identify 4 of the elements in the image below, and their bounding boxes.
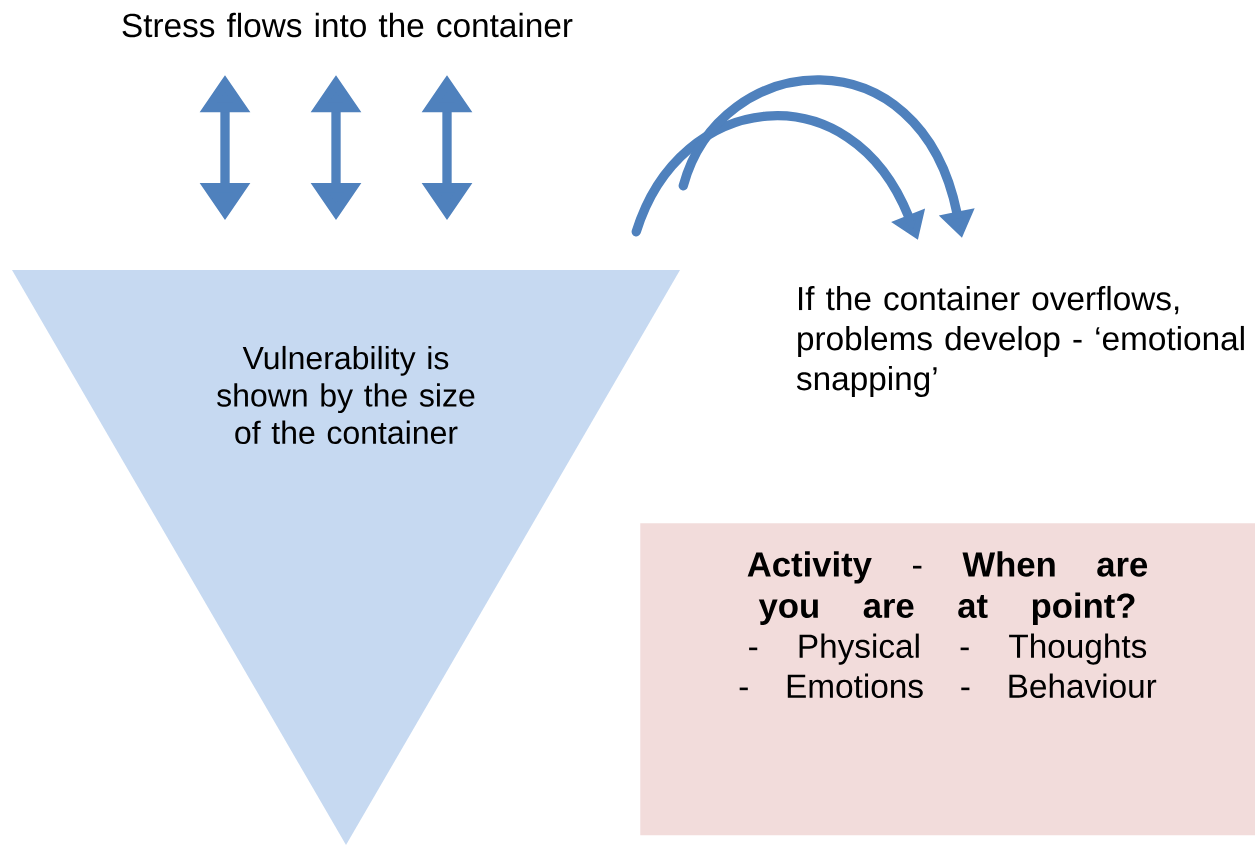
container-triangle: Vulnerability is shown by the size of the container: [12, 270, 680, 845]
caption-text: Stress flows into the container: [122, 12, 573, 38]
activity-box: Activity - When are you are at point? - Physical - Thoughts - Emotions - Behaviour: [640, 523, 1255, 836]
caption-text: If the container overflows, problems develop - ‘emotional snapping’: [796, 285, 1244, 397]
